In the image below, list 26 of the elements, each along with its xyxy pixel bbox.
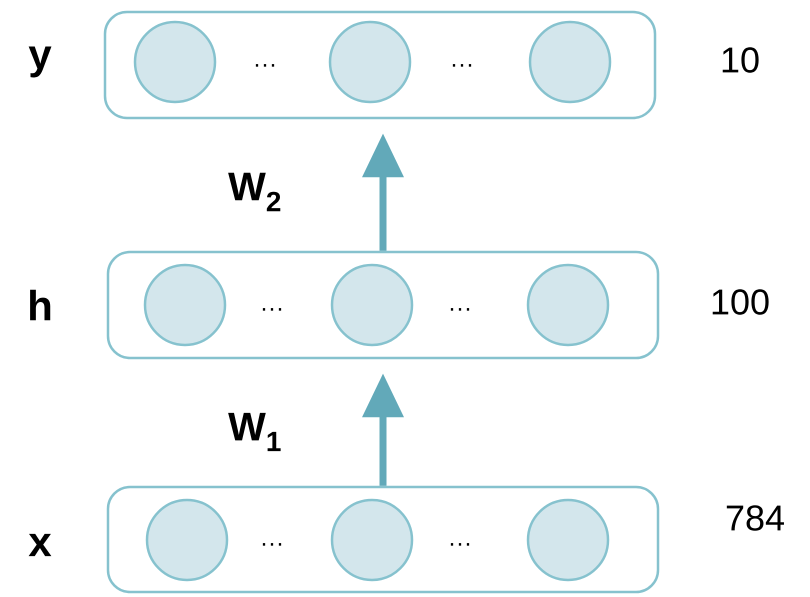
neuron-circle <box>528 20 612 104</box>
neuron-circle <box>134 20 216 104</box>
layer-label: y <box>28 46 52 78</box>
ellipsis: ··· <box>262 308 282 311</box>
ellipsis: ··· <box>450 308 470 311</box>
layer-box <box>106 486 660 594</box>
layer-box <box>104 10 656 120</box>
neuron-circle <box>328 20 412 104</box>
neuron-circle <box>330 498 414 582</box>
neuron-circle <box>526 498 610 582</box>
layer-box <box>106 250 660 360</box>
neuron-circle <box>146 498 228 582</box>
layer-label: h <box>30 290 50 320</box>
edge-label: W$_{1}$ <box>228 412 281 452</box>
ellipsis: ··· <box>262 543 282 546</box>
neuron-circle <box>330 264 414 346</box>
layer-size: 100 <box>712 289 769 315</box>
layer-size: 784 <box>726 505 784 531</box>
ellipsis: ··· <box>256 64 274 67</box>
edge-label: W$_{2}$ <box>228 172 280 212</box>
ellipsis: ··· <box>450 543 470 546</box>
neuron-circle <box>526 264 610 346</box>
layer-size: 10 <box>722 47 759 73</box>
layer-label: x <box>28 534 52 556</box>
neuron-circle <box>144 264 226 346</box>
ellipsis: ··· <box>452 64 472 67</box>
